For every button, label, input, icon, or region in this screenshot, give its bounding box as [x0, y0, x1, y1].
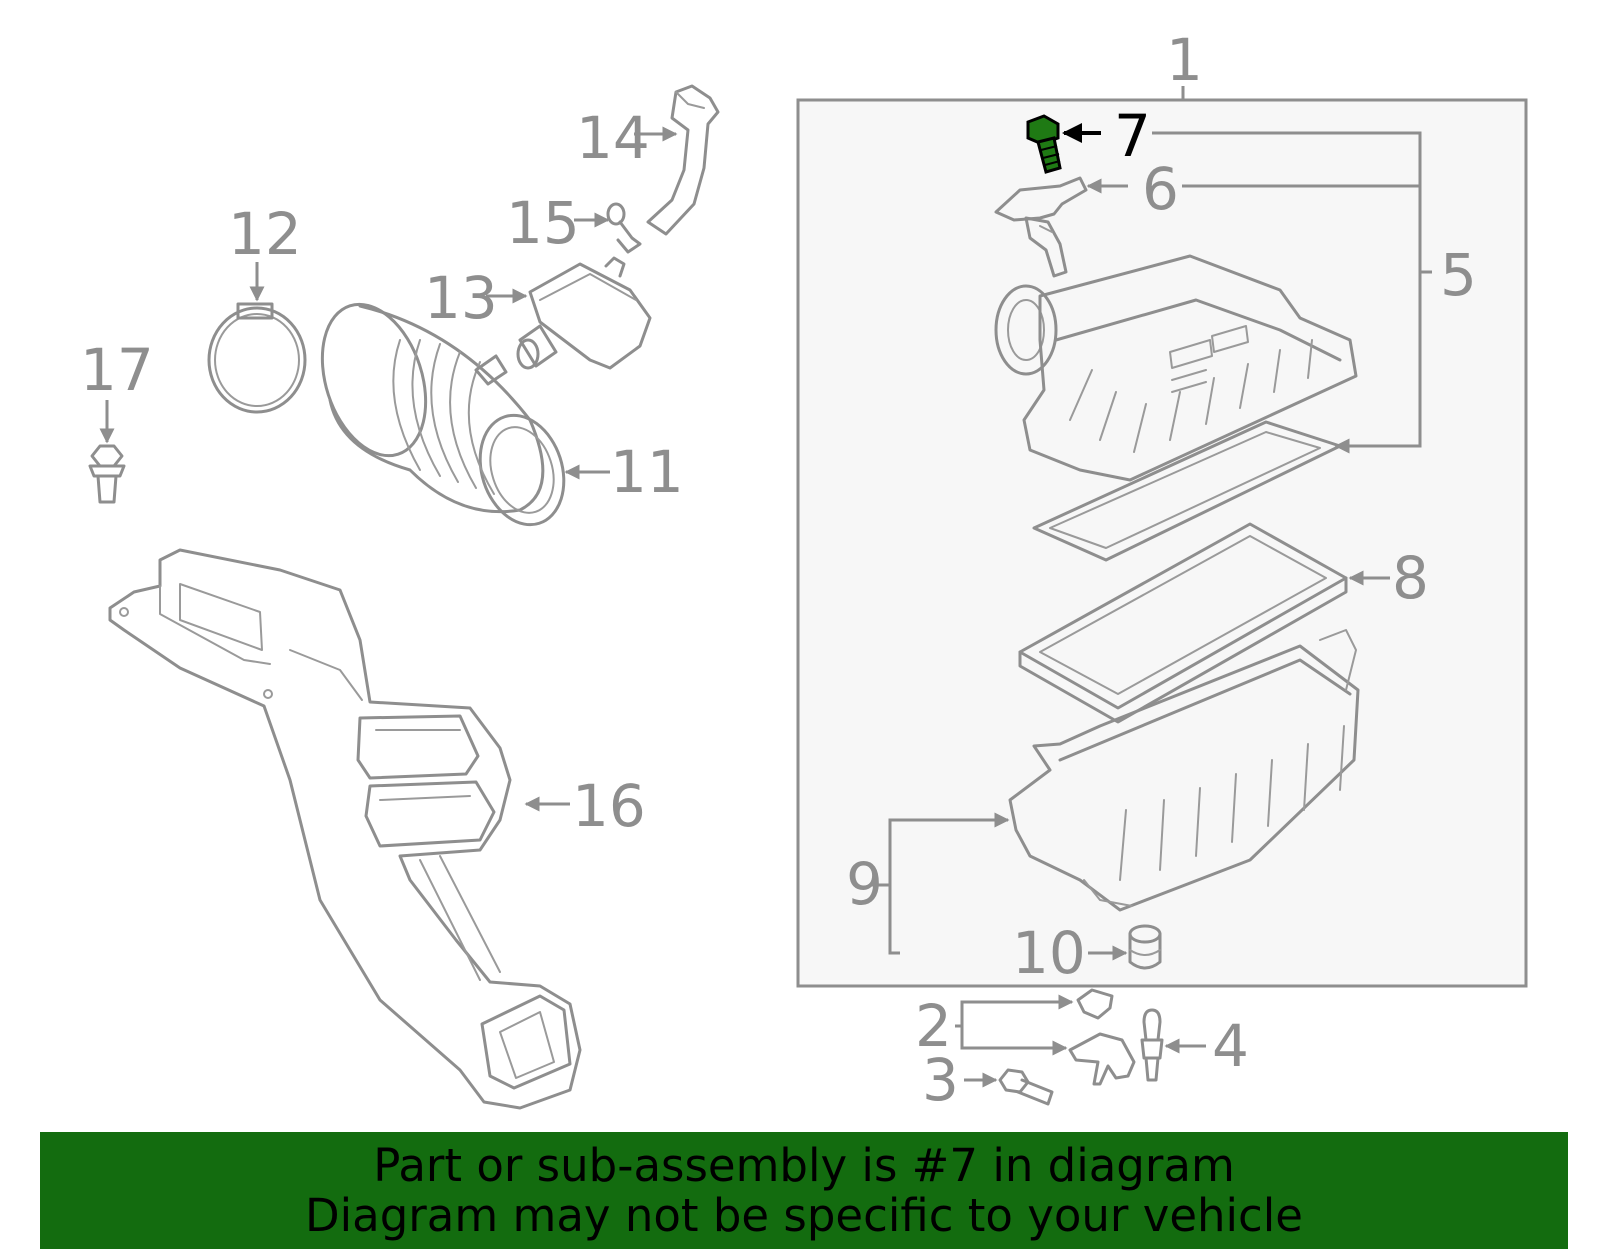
callout-15: 15 — [506, 189, 580, 257]
part-2-clips — [1068, 988, 1136, 1086]
part-9-lower-case — [1008, 629, 1360, 912]
callout-9: 9 — [846, 850, 883, 918]
callout-4: 4 — [1212, 1012, 1249, 1080]
callout-8: 8 — [1392, 544, 1429, 612]
part-3-bolt — [998, 1068, 1054, 1106]
part-12-clamp — [207, 302, 307, 414]
callout-12: 12 — [228, 200, 302, 268]
callout-16: 16 — [572, 772, 646, 840]
part-16-air-duct — [108, 548, 582, 1110]
callout-14: 14 — [576, 104, 650, 172]
part-10-grommet — [1128, 924, 1162, 970]
callout-3: 3 — [922, 1046, 959, 1114]
callout-10: 10 — [1012, 919, 1086, 987]
callout-7: 7 — [1114, 102, 1151, 170]
callout-13: 13 — [424, 264, 498, 332]
part-14-breather-hose — [646, 84, 720, 236]
callout-2: 2 — [915, 992, 952, 1060]
part-17-bolt — [88, 444, 126, 504]
part-13-resonator — [516, 256, 652, 370]
banner-line-2: Diagram may not be specific to your vehi… — [305, 1188, 1303, 1242]
callout-5: 5 — [1440, 241, 1477, 309]
callout-6: 6 — [1142, 155, 1179, 223]
info-banner: Part or sub-assembly is #7 in diagram Di… — [40, 1132, 1568, 1249]
part-8-filter-element — [1018, 522, 1348, 724]
assembly-box — [796, 98, 1528, 988]
part-4-pin — [1140, 1008, 1164, 1082]
callout-1: 1 — [1166, 26, 1203, 94]
callout-17: 17 — [80, 336, 154, 404]
part-15-hose-clip — [606, 202, 642, 254]
part-5-gasket — [1032, 420, 1342, 562]
part-11-intake-hose — [320, 302, 566, 527]
part-7-bolt-highlighted[interactable] — [1026, 114, 1062, 174]
banner-line-1: Part or sub-assembly is #7 in diagram — [373, 1138, 1235, 1192]
part-5-upper-case — [994, 254, 1358, 482]
part-6-sensor-bracket — [994, 176, 1088, 278]
callout-11: 11 — [610, 438, 684, 506]
